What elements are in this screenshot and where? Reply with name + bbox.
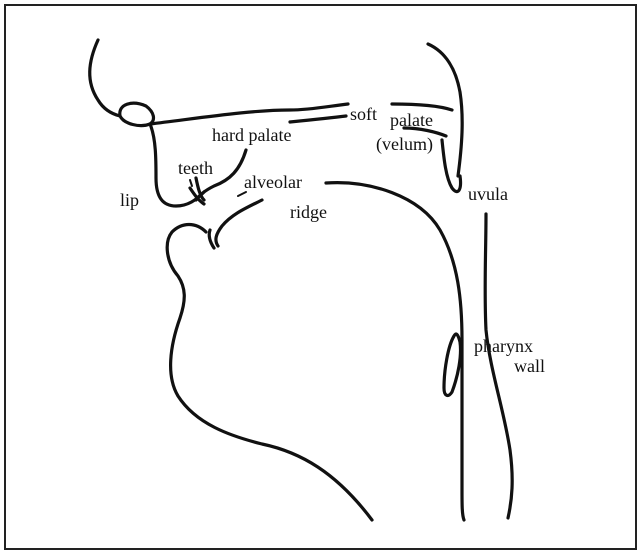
label-ridge: ridge bbox=[290, 202, 327, 222]
label-teeth: teeth bbox=[178, 158, 213, 178]
lower-teeth bbox=[209, 230, 214, 248]
label-wall: wall bbox=[514, 356, 545, 376]
alveolar-ridge-line bbox=[216, 200, 262, 246]
label-soft: soft bbox=[350, 104, 377, 124]
nose-loop bbox=[120, 103, 154, 125]
nasal-floor bbox=[150, 104, 348, 124]
soft-palate-line bbox=[290, 116, 346, 122]
label-hard-palate: hard palate bbox=[212, 125, 291, 145]
label-palate: palate bbox=[390, 110, 433, 130]
teeth-pointer bbox=[190, 180, 192, 186]
lower-lip-chin bbox=[167, 225, 372, 521]
label-pharynx: pharynx bbox=[474, 336, 533, 356]
label-lip: lip bbox=[120, 190, 139, 210]
label-uvula: uvula bbox=[468, 184, 508, 204]
alveolar-pointer bbox=[238, 192, 246, 196]
face-profile-upper bbox=[90, 40, 120, 116]
label-velum: (velum) bbox=[376, 134, 433, 154]
pharynx-loop bbox=[444, 334, 461, 395]
label-alveolar: alveolar bbox=[244, 172, 302, 192]
tongue-dorsum bbox=[326, 183, 464, 520]
posterior-pharynx-wall bbox=[485, 214, 512, 518]
